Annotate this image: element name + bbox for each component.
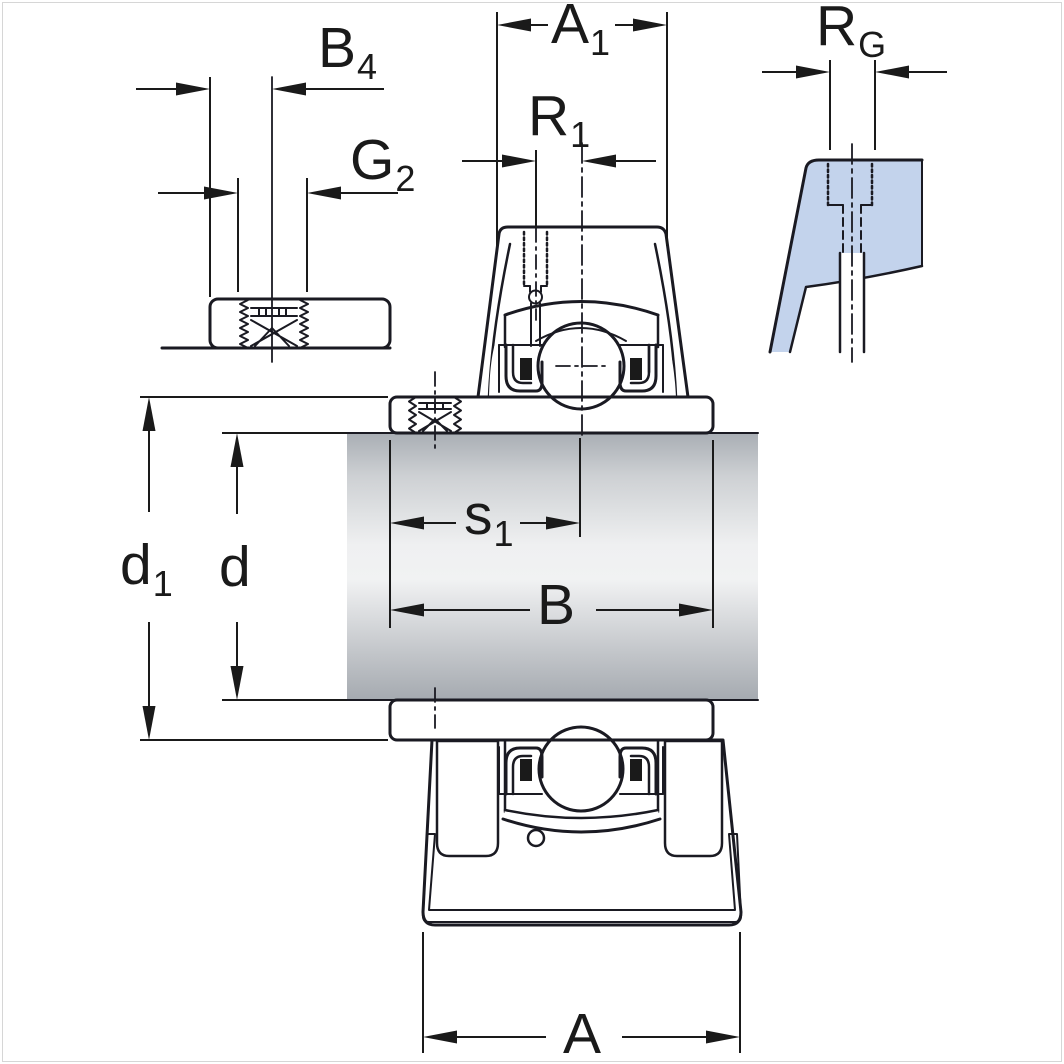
ball-top: [536, 321, 626, 411]
detail-set-screw: [239, 299, 309, 349]
detail-grease-section: [768, 143, 924, 363]
dim-b: [390, 603, 713, 617]
upper-housing-wing-right: [653, 242, 678, 399]
grease-passage-top: [522, 227, 549, 347]
seal-bottom-right: [618, 746, 664, 796]
detail-setscrew-section: [160, 76, 392, 363]
seal-top-right: [618, 343, 664, 393]
base-recess-right: [663, 739, 724, 858]
seal-bottom-left: [498, 746, 544, 796]
shaft: [346, 432, 759, 701]
dim-a1: [497, 18, 667, 32]
dim-d: [230, 433, 244, 700]
outer-ring-top-arc: [503, 300, 660, 317]
upper-bearing-assembly: [388, 142, 715, 449]
base-recess-left: [435, 739, 500, 858]
label-d1: d1: [120, 533, 173, 604]
inner-ring-bottom: [388, 698, 715, 742]
upper-housing: [476, 225, 690, 399]
housing-base-liner: [422, 833, 742, 923]
dim-g2: [158, 186, 398, 200]
dim-a: [423, 1030, 740, 1044]
dim-b4: [136, 82, 384, 96]
lower-bearing-assembly: [388, 687, 743, 927]
dim-s1: [390, 516, 580, 530]
dimensions: [136, 12, 947, 1053]
label-r1: R1: [528, 84, 591, 155]
dim-r1: [462, 154, 656, 168]
label-b: B: [537, 573, 576, 637]
dim-d1: [142, 397, 156, 740]
label-g2: G2: [350, 128, 416, 199]
label-a: A: [563, 1002, 602, 1064]
label-b4: B4: [318, 16, 378, 87]
seat-arc-bottom: [501, 817, 662, 834]
outer-ring-bottom: [503, 810, 660, 832]
label-d: d: [219, 535, 251, 599]
label-s1: s1: [464, 483, 514, 554]
label-a1: A1: [551, 0, 611, 63]
dim-rg: [762, 65, 947, 79]
ball-bottom: [537, 725, 625, 813]
seal-top-left: [498, 343, 544, 393]
set-screw-top: [408, 371, 462, 449]
raceway-arc-top: [535, 327, 627, 342]
lube-hole: [526, 828, 546, 848]
label-rg: RG: [816, 0, 887, 65]
